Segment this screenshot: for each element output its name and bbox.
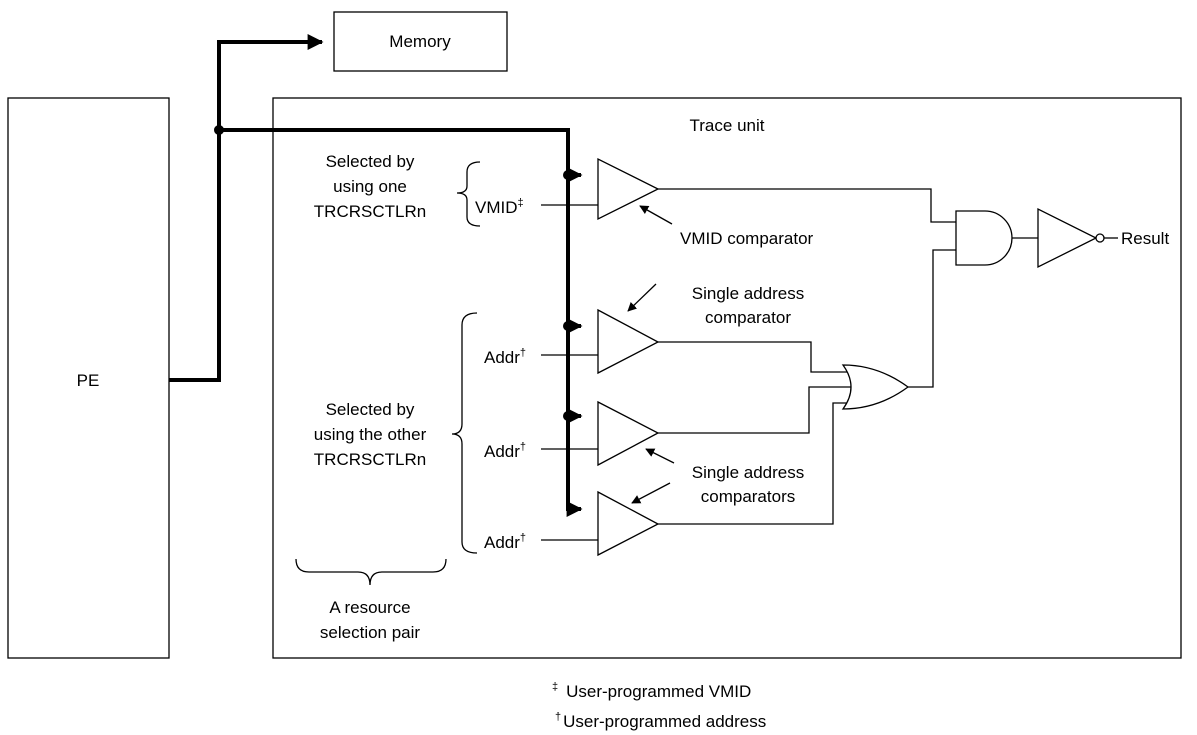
address-comparator-1 [597,308,660,375]
junction-dot [563,321,573,331]
and-gate [955,210,1013,266]
inverter-bubble [1095,233,1105,243]
group1-label-line2: using one [333,177,407,196]
junction-dot [563,411,573,421]
pe-label: PE [77,371,100,390]
vmid-input-label: VMID‡ [475,197,524,217]
addr-input-label: Addr† [484,347,526,367]
single-address-comparator-line2: comparator [705,308,791,327]
pe-block: PE [7,97,170,659]
address-comparator-3 [597,490,660,557]
group1-label-line3: TRCRSCTLRn [314,202,426,221]
footnote-address: †User-programmed address [555,711,766,731]
group2-label-line1: Selected by [326,400,415,419]
group2-label-line3: TRCRSCTLRn [314,450,426,469]
address-comparator-2 [597,400,660,467]
address-bus [169,34,583,517]
single-address-comparators-line2: comparators [701,487,795,506]
result-label: Result [1121,229,1169,248]
group1-label-line1: Selected by [326,152,415,171]
pair-label-line1: A resource [329,598,410,617]
group1-brace [456,161,481,227]
memory-label: Memory [389,32,451,51]
single-address-comparators-line1: Single address [692,463,804,482]
trace-unit-block: Trace unit [272,97,1182,659]
not-gate [1037,207,1098,269]
pair-brace [295,558,447,586]
addr-input-label: Addr† [484,532,526,552]
memory-block: Memory [333,11,508,72]
or-gate [841,364,910,410]
junction-dot [563,170,573,180]
addr-input-label: Addr† [484,441,526,461]
trace-unit-label: Trace unit [690,116,765,135]
vmid-comparator-callout: VMID comparator [680,229,814,248]
junction-dot [214,125,224,135]
pair-label-line2: selection pair [320,623,421,642]
single-address-comparator-line1: Single address [692,284,804,303]
footnote-vmid: ‡User-programmed VMID [552,681,751,701]
group2-brace [451,312,478,554]
group2-label-line2: using the other [314,425,427,444]
vmid-comparator [597,157,660,221]
